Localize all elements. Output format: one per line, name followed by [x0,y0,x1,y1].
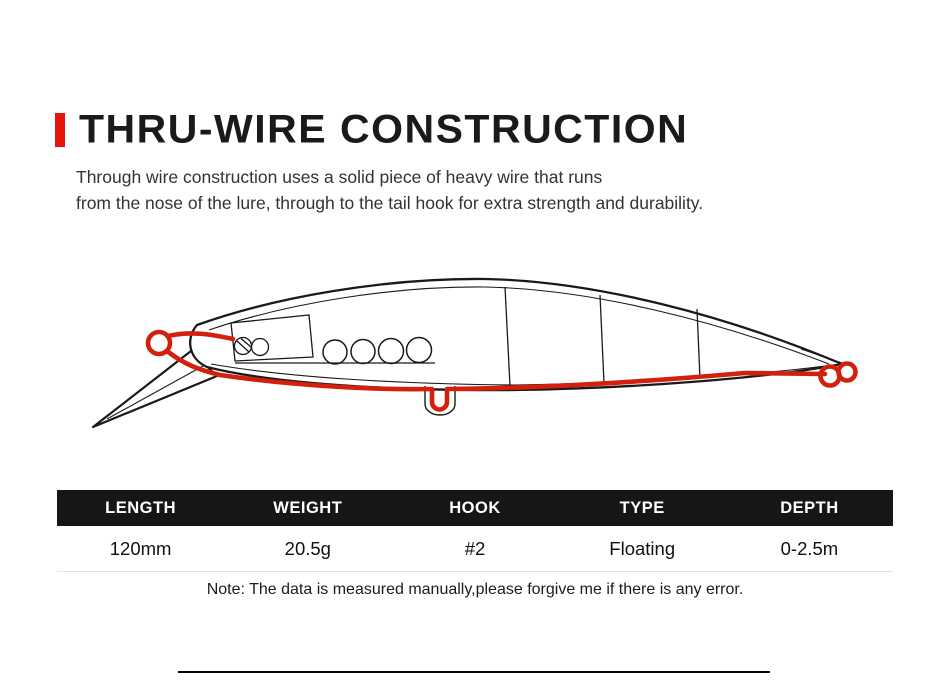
nose-wire-loop [145,329,173,357]
spec-value-weight: 20.5g [284,537,331,559]
page-title: THRU-WIRE CONSTRUCTION [79,106,689,152]
bottom-divider [178,671,770,673]
lure-diagram [85,255,875,450]
spec-table: LENGTH WEIGHT HOOK TYPE DEPTH 120mm 20.5… [57,490,893,572]
description-line-2: from the nose of the lure, through to th… [76,193,704,213]
main-wire-run [164,348,828,412]
description-line-1: Through wire construction uses a solid p… [76,167,603,187]
rattle-balls [233,336,270,357]
spec-table-value-row: 120mm 20.5g #2 Floating 0-2.5m [57,526,893,572]
ballast-weights [322,336,433,365]
spec-header-depth: DEPTH [780,498,839,517]
tail-wire-loop-2 [836,361,858,383]
spec-header-weight: WEIGHT [273,498,343,517]
thru-wire [145,329,858,412]
lure-body-outline [189,277,846,392]
title-accent-bar [55,112,65,147]
spec-value-hook: #2 [464,537,486,559]
spec-table-header-row: LENGTH WEIGHT HOOK TYPE DEPTH [57,490,893,526]
spec-header-length: LENGTH [105,498,177,517]
spec-header-type: TYPE [619,498,665,517]
spec-value-depth: 0-2.5m [780,537,839,559]
lure-diagram-svg [91,277,858,429]
note-text: Note: The data is measured manually,plea… [206,581,744,598]
page-title-row: THRU-WIRE CONSTRUCTION [55,106,688,153]
spec-value-type: Floating [609,537,676,559]
spec-header-hook: HOOK [449,498,501,517]
spec-value-length: 120mm [109,537,172,559]
internal-structure [230,286,701,416]
description-text: Through wire construction uses a solid p… [76,164,703,216]
